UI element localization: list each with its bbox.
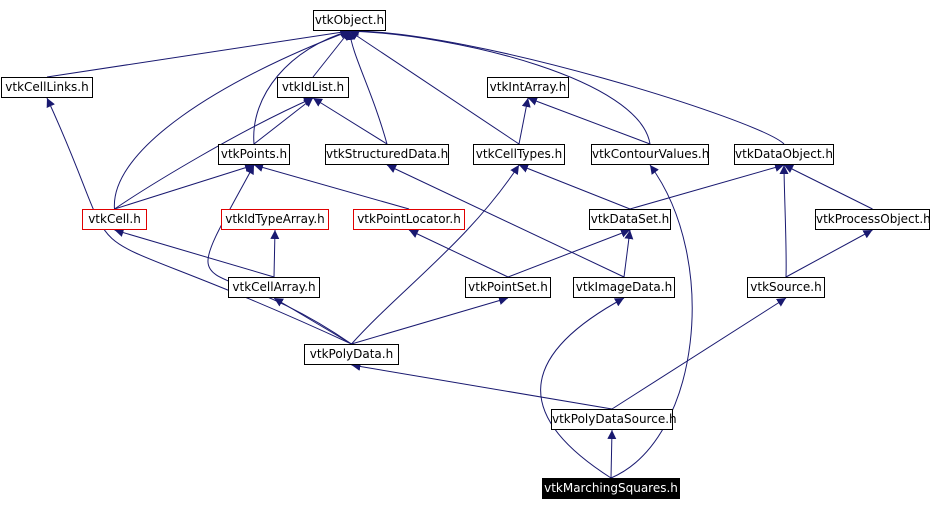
node-vtkIdTypeArray[interactable]: vtkIdTypeArray.h (221, 209, 329, 230)
dependency-edge-vtkPolyData-to-vtkPointSet (351, 296, 509, 345)
node-vtkCellTypes[interactable]: vtkCellTypes.h (473, 144, 565, 165)
node-vtkStructuredData[interactable]: vtkStructuredData.h (325, 144, 449, 165)
dependency-edge-vtkPointSet-to-vtkDataSet (507, 229, 631, 278)
node-vtkImageData[interactable]: vtkImageData.h (573, 277, 675, 298)
node-vtkPoints[interactable]: vtkPoints.h (218, 144, 290, 165)
node-vtkIntArray[interactable]: vtkIntArray.h (487, 77, 569, 98)
node-vtkIdList[interactable]: vtkIdList.h (277, 77, 349, 98)
dependency-edge-vtkPolyDataSource-to-vtkSource (611, 297, 787, 410)
dependency-edge-vtkPointSet-to-vtkPointLocator (408, 229, 509, 278)
node-vtkCellArray[interactable]: vtkCellArray.h (228, 277, 320, 298)
node-vtkCell[interactable]: vtkCell.h (82, 209, 147, 230)
dependency-edge-vtkIdList-to-vtkObject (312, 30, 350, 78)
dependency-edge-vtkPolyData-to-vtkCellTypes (351, 164, 520, 345)
dependency-edge-vtkImageData-to-vtkStructuredData (386, 164, 625, 278)
node-vtkPointSet[interactable]: vtkPointSet.h (465, 277, 551, 298)
dependency-edge-vtkMarchingSquares-to-vtkPolyDataSource (607, 429, 617, 479)
dependency-edge-vtkCellArray-to-vtkCell (114, 228, 275, 278)
dependency-edge-vtkCell-to-vtkPoints (114, 163, 255, 210)
node-vtkMarchingSquares: vtkMarchingSquares.h (542, 478, 680, 499)
dependency-edge-vtkCellArray-to-vtkIdTypeArray (270, 229, 280, 278)
node-vtkPointLocator[interactable]: vtkPointLocator.h (353, 209, 465, 230)
dependency-edge-vtkPoints-to-vtkIdList (253, 97, 314, 145)
dependency-edge-vtkImageData-to-vtkDataSet (623, 229, 634, 278)
dependency-edge-vtkDataSet-to-vtkDataObject (629, 163, 785, 210)
dependency-edge-vtkCell-to-vtkObject (113, 29, 350, 210)
dependency-edge-vtkCell-to-vtkIdList (114, 97, 314, 210)
dependency-edge-vtkContourValues-to-vtkObject (349, 26, 651, 145)
dependency-edge-vtkContourValues-to-vtkIntArray (527, 96, 651, 145)
dependency-edge-vtkPolyDataSource-to-vtkPolyData (351, 362, 613, 410)
dependency-edge-vtkCellTypes-to-vtkObject (349, 30, 520, 145)
dependency-edge-vtkCellLinks-to-vtkObject (46, 27, 350, 78)
node-vtkObject[interactable]: vtkObject.h (313, 10, 386, 31)
dependency-edge-vtkProcessObject-to-vtkDataObject (783, 164, 873, 210)
node-vtkPolyData[interactable]: vtkPolyData.h (304, 344, 399, 365)
dependency-edge-vtkCellTypes-to-vtkIntArray (518, 97, 531, 145)
dependency-edge-vtkDataObject-to-vtkObject (349, 26, 785, 145)
node-vtkProcessObject[interactable]: vtkProcessObject.h (815, 209, 930, 230)
dependency-edge-vtkMarchingSquares-to-vtkContourValues (610, 164, 693, 479)
node-vtkDataObject[interactable]: vtkDataObject.h (734, 144, 834, 165)
dependency-edge-vtkPolyData-to-vtkPoints (207, 164, 352, 345)
dependency-edge-vtkDataSet-to-vtkCellTypes (518, 164, 631, 210)
dependency-edge-vtkSource-to-vtkProcessObject (785, 229, 873, 278)
dependency-edge-vtkMarchingSquares-to-vtkImageData (540, 297, 625, 479)
node-vtkCellLinks[interactable]: vtkCellLinks.h (1, 77, 93, 98)
dependency-edge-vtkStructuredData-to-vtkIdList (312, 97, 388, 145)
node-vtkPolyDataSource[interactable]: vtkPolyDataSource.h (551, 409, 677, 430)
node-vtkDataSet[interactable]: vtkDataSet.h (589, 209, 671, 230)
node-vtkSource[interactable]: vtkSource.h (747, 277, 825, 298)
dependency-edge-vtkStructuredData-to-vtkObject (345, 30, 388, 145)
dependency-edge-vtkPointLocator-to-vtkPoints (253, 163, 410, 210)
dependency-edge-vtkSource-to-vtkDataObject (779, 164, 789, 278)
node-vtkContourValues[interactable]: vtkContourValues.h (591, 144, 709, 165)
